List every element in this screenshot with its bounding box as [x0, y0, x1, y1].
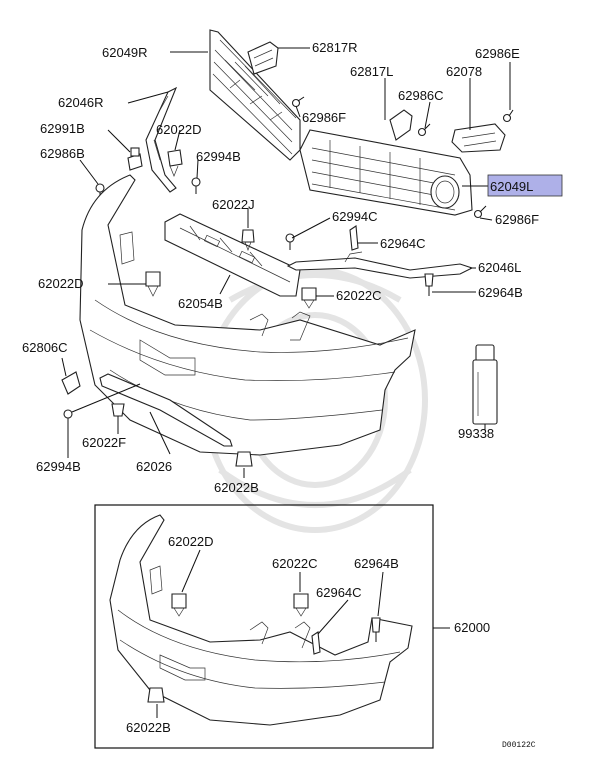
label-62022d-top[interactable]: 62022D	[156, 122, 202, 137]
label-62049l[interactable]: 62049L	[490, 179, 533, 194]
bracket-62078[interactable]	[451, 123, 506, 153]
label-62022b-mid[interactable]: 62022B	[214, 480, 259, 495]
clip-62022b-mid[interactable]	[235, 451, 253, 467]
highlight-62049l	[487, 174, 563, 197]
label-62994c[interactable]: 62994C	[332, 209, 378, 224]
clip-62991b[interactable]	[127, 147, 143, 171]
label-62022d-box[interactable]: 62022D	[168, 534, 214, 549]
touch-up-paint-99338[interactable]	[472, 344, 498, 425]
bracket-62817r[interactable]	[247, 41, 279, 75]
label-62817l[interactable]: 62817L	[350, 64, 393, 79]
screw-62986f-top[interactable]	[291, 96, 305, 108]
screw-62986f-right[interactable]	[473, 205, 487, 219]
label-62049r[interactable]: 62049R	[102, 45, 148, 60]
part-labels: 62049R 62817R 62986E 62817L 62078 62046R…	[22, 40, 539, 750]
label-62994b-top[interactable]: 62994B	[196, 149, 241, 164]
diagram-code: D00122C	[502, 741, 536, 750]
label-62026[interactable]: 62026	[136, 459, 172, 474]
spoiler-62026[interactable]	[99, 373, 233, 447]
label-62964b-box[interactable]: 62964B	[354, 556, 399, 571]
label-62046r[interactable]: 62046R	[58, 95, 104, 110]
clip-62022f[interactable]	[111, 403, 125, 417]
clip-62022j[interactable]	[241, 229, 255, 251]
label-62991b[interactable]: 62991B	[40, 121, 85, 136]
label-62986c-top[interactable]: 62986C	[398, 88, 444, 103]
label-62964c-mid[interactable]: 62964C	[380, 236, 426, 251]
side-bracket-62046r[interactable]	[145, 86, 178, 193]
clip-62964b-mid[interactable]	[424, 273, 434, 296]
screw-62994b-bottom[interactable]	[63, 409, 73, 426]
screw-62986c-top[interactable]	[417, 123, 431, 137]
label-62022d-left[interactable]: 62022D	[38, 276, 84, 291]
clip-62022b-box[interactable]	[147, 687, 165, 703]
clip-62964b-box[interactable]	[371, 617, 381, 642]
label-62078[interactable]: 62078	[446, 64, 482, 79]
label-62817r[interactable]: 62817R	[312, 40, 358, 55]
label-62022c-box[interactable]: 62022C	[272, 556, 318, 571]
label-62986f-right[interactable]: 62986F	[495, 212, 539, 227]
bumper-cover-upper[interactable]	[79, 174, 416, 456]
label-62986f-top[interactable]: 62986F	[302, 110, 346, 125]
label-99338[interactable]: 99338	[458, 426, 494, 441]
reinforcement-62054b[interactable]	[164, 213, 301, 297]
clip-62964c-box[interactable]	[311, 631, 321, 655]
bracket-62806c[interactable]	[61, 371, 81, 395]
label-62000[interactable]: 62000	[454, 620, 490, 635]
leader-lines-box	[156, 549, 384, 718]
label-62054b[interactable]: 62054B	[178, 296, 223, 311]
clip-62022c-mid[interactable]	[301, 287, 317, 309]
grille-left[interactable]	[299, 129, 473, 216]
label-62022j[interactable]: 62022J	[212, 197, 255, 212]
leader-lines	[61, 47, 511, 478]
label-62806c[interactable]: 62806C	[22, 340, 68, 355]
clip-62022d-top[interactable]	[167, 149, 183, 177]
label-62964c-box[interactable]: 62964C	[316, 585, 362, 600]
screw-62986e[interactable]	[502, 109, 514, 123]
screw-62986b[interactable]	[95, 183, 105, 200]
clip-62964c-mid[interactable]	[349, 225, 359, 251]
bracket-62817l[interactable]	[389, 109, 413, 141]
screw-62994c[interactable]	[285, 233, 295, 250]
clip-62022d-left[interactable]	[145, 271, 161, 297]
label-62964b-mid[interactable]: 62964B	[478, 285, 523, 300]
label-62022c-mid[interactable]: 62022C	[336, 288, 382, 303]
label-62994b-bottom[interactable]: 62994B	[36, 459, 81, 474]
label-62022b-box[interactable]: 62022B	[126, 720, 171, 735]
label-62986b[interactable]: 62986B	[40, 146, 85, 161]
label-62022f[interactable]: 62022F	[82, 435, 126, 450]
label-62046l[interactable]: 62046L	[478, 260, 521, 275]
label-62986e[interactable]: 62986E	[475, 46, 520, 61]
clip-62022d-box[interactable]	[171, 593, 187, 617]
clip-62022c-box[interactable]	[293, 593, 309, 617]
assembly-box-62000[interactable]	[94, 504, 450, 749]
screw-62994b-top[interactable]	[191, 177, 201, 194]
